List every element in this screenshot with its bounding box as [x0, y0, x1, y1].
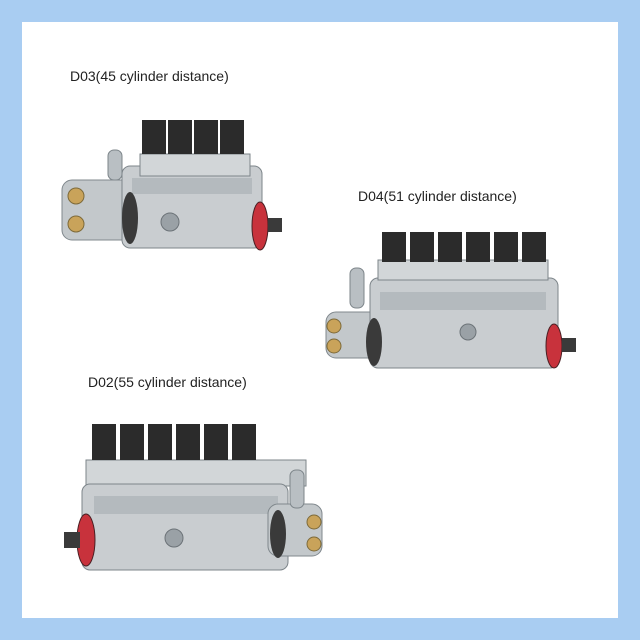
pump-image-d02 [64, 424, 323, 571]
product-caption-d03: D03(45 cylinder distance) [70, 68, 229, 84]
pump-image-d03 [61, 120, 282, 251]
product-caption-d04: D04(51 cylinder distance) [358, 188, 517, 204]
product-panel: D03(45 cylinder distance) D04(51 cylinde… [22, 22, 618, 618]
pump-image-d04 [325, 232, 576, 369]
product-caption-d02: D02(55 cylinder distance) [88, 374, 247, 390]
